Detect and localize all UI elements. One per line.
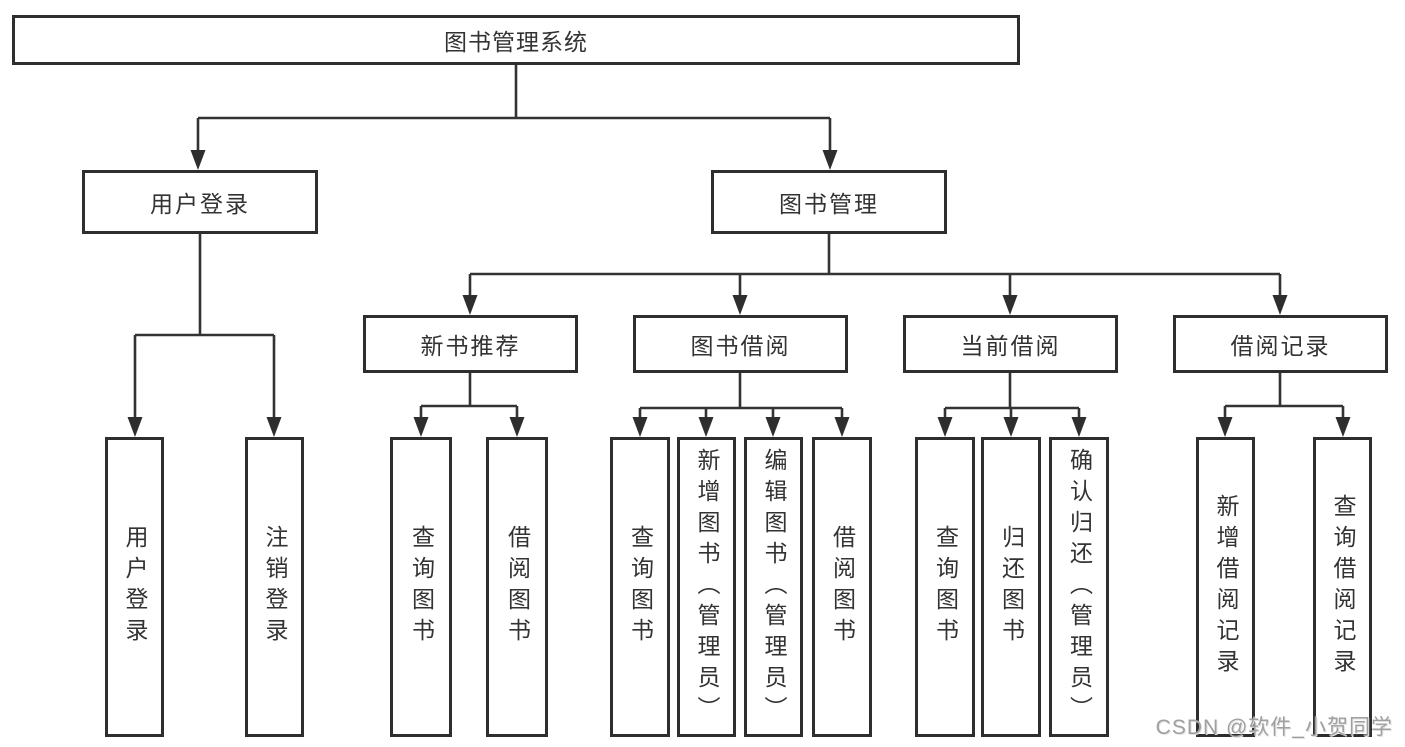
connector-user-login-to-leaves xyxy=(133,234,276,421)
leaf-edit-book-admin: 编辑图书（管理员） xyxy=(744,437,803,737)
node-book-borrowing-label: 图书借阅 xyxy=(690,333,791,359)
leaf-query-books-current-label: 查询图书 xyxy=(932,525,959,649)
node-current-borrowing: 当前借阅 xyxy=(903,315,1118,373)
leaf-borrow-books-recommend: 借阅图书 xyxy=(486,437,548,737)
node-book-management: 图书管理 xyxy=(711,170,947,234)
leaf-borrow-books-borrowing-label: 借阅图书 xyxy=(829,525,856,649)
leaf-query-borrow-record: 查询借阅记录 xyxy=(1313,437,1372,737)
arrowheads xyxy=(127,150,1351,437)
node-book-management-label: 图书管理 xyxy=(779,191,879,217)
leaf-query-books-current: 查询图书 xyxy=(915,437,975,737)
leaf-logout-label: 注销登录 xyxy=(262,525,288,649)
leaf-logout: 注销登录 xyxy=(245,437,304,737)
connector-book-management-to-level3 xyxy=(468,234,1282,299)
leaf-user-login-label: 用户登录 xyxy=(122,525,148,649)
connector-current-borrowing-to-leaves xyxy=(943,373,1081,421)
connector-book-borrowing-to-leaves xyxy=(638,373,844,421)
connector-new-book-to-leaves xyxy=(419,373,519,421)
leaf-query-books-borrowing-label: 查询图书 xyxy=(627,525,654,649)
connector-borrow-records-to-leaves xyxy=(1223,373,1345,421)
node-user-login: 用户登录 xyxy=(82,170,318,234)
leaf-return-books: 归还图书 xyxy=(981,437,1041,737)
node-borrowing-records: 借阅记录 xyxy=(1173,315,1388,373)
leaf-add-borrow-record-label: 新增借阅记录 xyxy=(1213,494,1239,680)
leaf-confirm-return-admin: 确认归还（管理员） xyxy=(1049,437,1109,737)
leaf-return-books-label: 归还图书 xyxy=(998,525,1025,649)
node-book-borrowing: 图书借阅 xyxy=(633,315,848,373)
node-library-system: 图书管理系统 xyxy=(12,15,1020,65)
node-library-system-label: 图书管理系统 xyxy=(444,29,588,55)
node-new-book-recommendation: 新书推荐 xyxy=(363,315,578,373)
node-borrowing-records-label: 借阅记录 xyxy=(1230,333,1331,359)
leaf-user-login: 用户登录 xyxy=(105,437,164,737)
leaf-borrow-books-borrowing: 借阅图书 xyxy=(812,437,872,737)
leaf-add-book-admin: 新增图书（管理员） xyxy=(677,437,736,737)
node-user-login-label: 用户登录 xyxy=(150,191,250,217)
leaf-edit-book-admin-label: 编辑图书（管理员） xyxy=(761,447,787,727)
leaf-query-books-recommend: 查询图书 xyxy=(390,437,452,737)
leaf-add-borrow-record: 新增借阅记录 xyxy=(1196,437,1255,737)
node-new-book-recommendation-label: 新书推荐 xyxy=(420,333,521,359)
leaf-add-book-admin-label: 新增图书（管理员） xyxy=(694,447,720,727)
leaf-borrow-books-recommend-label: 借阅图书 xyxy=(504,525,531,649)
leaf-query-books-borrowing: 查询图书 xyxy=(610,437,670,737)
connector-root-to-level2 xyxy=(196,65,832,154)
watermark-text: CSDN @软件_小贺同学 xyxy=(1155,716,1393,739)
leaf-query-borrow-record-label: 查询借阅记录 xyxy=(1330,494,1356,680)
leaf-confirm-return-admin-label: 确认归还（管理员） xyxy=(1066,447,1093,727)
node-current-borrowing-label: 当前借阅 xyxy=(960,333,1061,359)
leaf-query-books-recommend-label: 查询图书 xyxy=(408,525,435,649)
